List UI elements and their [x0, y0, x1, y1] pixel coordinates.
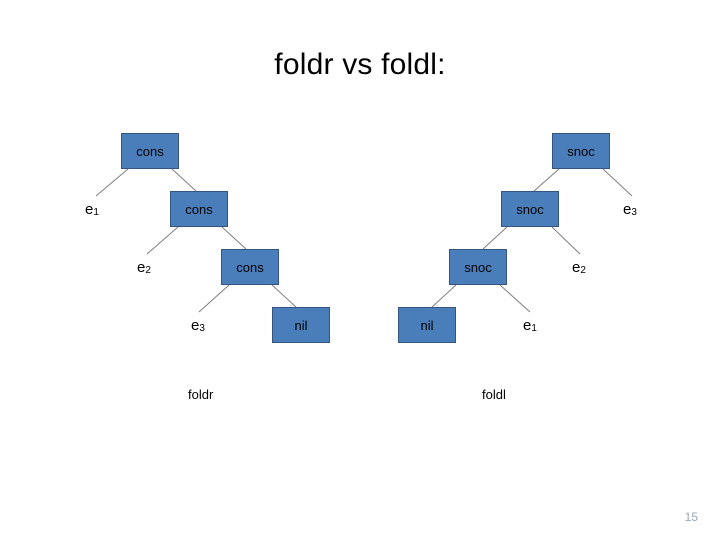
node-cons-3: cons: [221, 249, 279, 285]
leaf-e2-foldl-base: e: [572, 258, 581, 276]
leaf-e3-foldl-base: e: [623, 200, 632, 218]
leaf-e1-foldl-base: e: [523, 316, 532, 334]
leaf-e2-foldr-sub: 2: [145, 264, 151, 276]
node-snoc-3: snoc: [449, 249, 507, 285]
page-number: 15: [684, 510, 698, 524]
leaf-e2-foldl-sub: 2: [580, 264, 586, 276]
leaf-e3-foldr-sub: 3: [199, 322, 205, 334]
node-snoc-2: snoc: [501, 191, 559, 227]
leaf-e3-foldl-sub: 3: [631, 206, 637, 218]
node-nil-foldr: nil: [272, 307, 330, 343]
node-cons-1: cons: [121, 133, 179, 169]
node-cons-2: cons: [170, 191, 228, 227]
leaf-e1-foldr-base: e: [85, 200, 94, 218]
node-snoc-1: snoc: [552, 133, 610, 169]
caption-foldl: foldl: [482, 387, 506, 402]
leaf-e1-foldr-sub: 1: [93, 206, 99, 218]
leaf-e3-foldr-base: e: [191, 316, 200, 334]
leaf-e2-foldr-base: e: [137, 258, 146, 276]
caption-foldr: foldr: [188, 387, 214, 402]
page-title: foldr vs foldl:: [274, 48, 446, 81]
leaf-e1-foldl-sub: 1: [531, 322, 537, 334]
node-nil-foldl: nil: [398, 307, 456, 343]
